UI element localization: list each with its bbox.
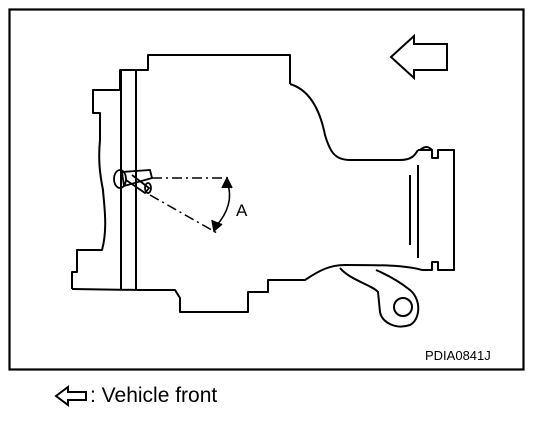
figure-code: PDIA0841J	[425, 348, 491, 363]
arrow-left-icon	[389, 33, 448, 81]
angle-label: A	[236, 201, 248, 220]
legend-text: : Vehicle front	[90, 384, 218, 407]
arrow-left-icon	[54, 385, 87, 407]
angle-indicator	[149, 176, 233, 234]
legend: : Vehicle front	[54, 384, 217, 408]
vent-tube	[113, 169, 154, 195]
case-outline	[71, 54, 455, 328]
figure-frame	[8, 8, 525, 371]
